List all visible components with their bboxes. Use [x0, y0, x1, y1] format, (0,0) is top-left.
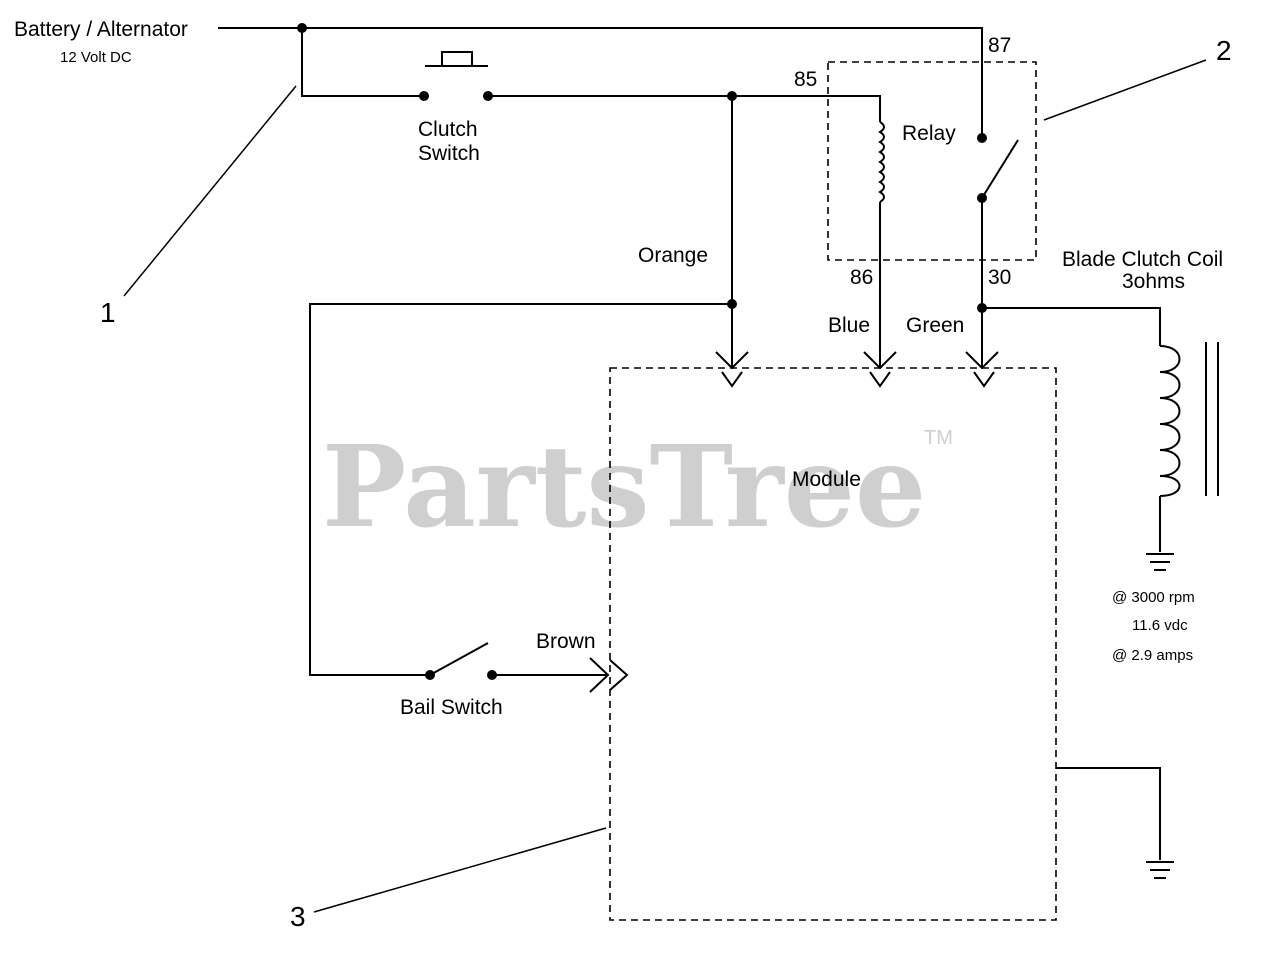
voltage-label: 12 Volt DC [60, 49, 132, 66]
callout-3-leader [313, 827, 607, 913]
clutch-switch-label-line2: Switch [418, 142, 480, 165]
battery-wire [218, 27, 983, 136]
callout-2: 2 [1216, 35, 1232, 66]
relay-label: Relay [902, 122, 956, 145]
bail-loop-wire [309, 303, 732, 676]
blade-clutch-coil-icon [1159, 342, 1219, 497]
brown-label: Brown [536, 630, 596, 653]
battery-label: Battery / Alternator [14, 18, 188, 41]
clutch-switch-symbol [419, 51, 493, 101]
callout-3: 3 [290, 901, 306, 932]
coil-ground-icon [1146, 553, 1174, 571]
spec-vdc-label: 11.6 vdc [1132, 617, 1188, 634]
relay-box [827, 61, 1037, 261]
relay-coil [878, 121, 885, 203]
terminal-86-label: 86 [850, 266, 873, 289]
blue-input-chevron [869, 371, 891, 388]
bail-switch-symbol [425, 642, 497, 680]
module-box [609, 367, 1057, 921]
module-ground-icon [1146, 861, 1174, 879]
terminal-30-label: 30 [988, 266, 1011, 289]
watermark-tm: TM [924, 427, 953, 449]
callout-1: 1 [100, 297, 116, 328]
green-label: Green [906, 314, 964, 337]
spec-amps-label: @ 2.9 amps [1112, 647, 1193, 664]
orange-label: Orange [638, 244, 708, 267]
spec-rpm-label: @ 3000 rpm [1112, 589, 1195, 606]
watermark-text: PartsTree [322, 422, 926, 553]
terminal-85-label: 85 [794, 68, 817, 91]
blue-label: Blue [828, 314, 870, 337]
coil-label-line1: Blade Clutch Coil [1062, 248, 1223, 271]
brown-input-chevron [609, 659, 629, 691]
clutch-to-relay-wire [488, 95, 881, 122]
relay-contact [977, 133, 1019, 203]
clutch-switch-label-line1: Clutch [418, 118, 478, 141]
callout-1-leader [123, 85, 297, 297]
bail-switch-label: Bail Switch [400, 696, 503, 719]
terminal-87-label: 87 [988, 34, 1011, 57]
module-label: Module [792, 468, 861, 491]
battery-to-clutch-wire [301, 28, 422, 97]
module-ground-wire [1056, 767, 1161, 860]
orange-input-chevron [721, 371, 743, 388]
coil-label-line2: 3ohms [1122, 270, 1185, 293]
coil-wire-top [982, 307, 1161, 346]
green-input-chevron [973, 371, 995, 388]
brown-arrow [589, 657, 610, 693]
callout-2-leader [1043, 59, 1207, 121]
